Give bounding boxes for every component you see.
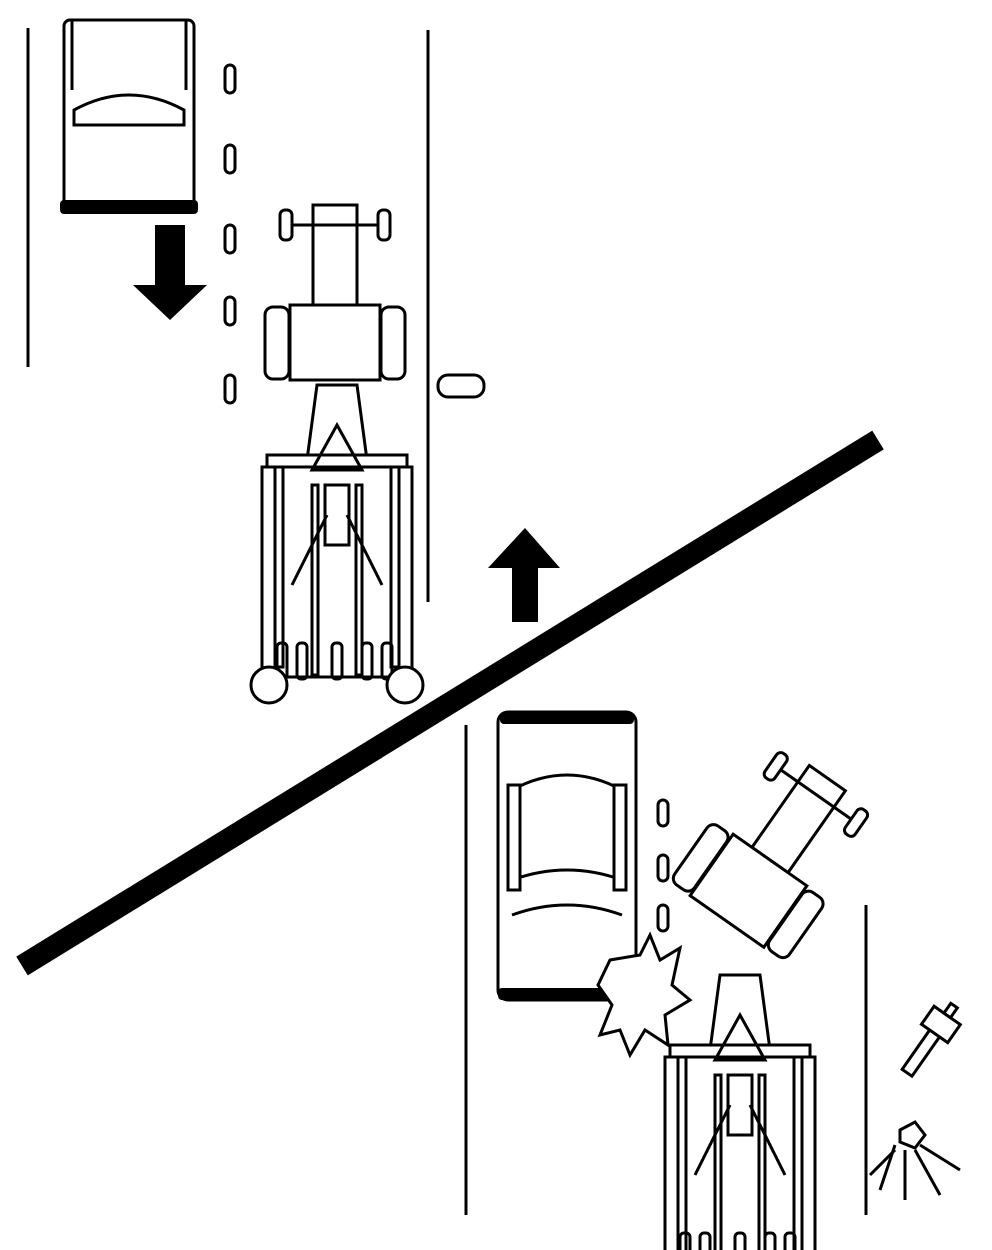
scene-divider	[16, 430, 884, 976]
impact-burst-icon	[596, 931, 693, 1059]
scene-after-collision	[464, 710, 963, 1250]
overturned-tractor	[668, 736, 887, 964]
scene-before-collision	[26, 18, 560, 705]
center-line-dashes	[656, 798, 670, 933]
tractor-top	[263, 203, 407, 382]
person-thrown-icon	[868, 1120, 961, 1200]
implement-top	[249, 383, 425, 705]
implement-bottom	[652, 973, 828, 1250]
car-top	[60, 18, 198, 214]
car-bottom	[496, 710, 638, 1002]
center-line-dashes	[223, 63, 237, 405]
debris-icon	[900, 1001, 963, 1079]
mailbox-icon	[436, 373, 486, 399]
arrow-up-icon	[488, 528, 560, 622]
arrow-down-icon	[133, 225, 207, 320]
